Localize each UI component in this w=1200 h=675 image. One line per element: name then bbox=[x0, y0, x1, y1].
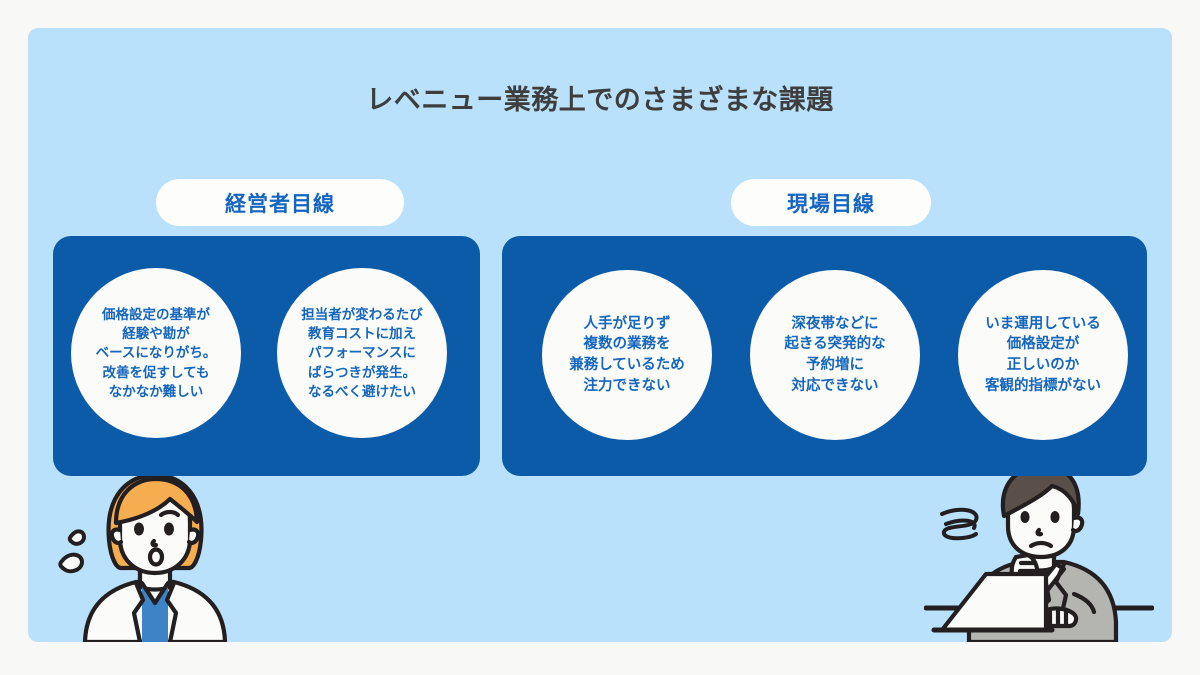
issue-bubble-5: いま運用している 価格設定が 正しいのか 客観的指標がない bbox=[958, 270, 1128, 440]
issue-bubble-2-text: 担当者が変わるたび 教育コストに加え パフォーマンスに ばらつきが発生。 なるべ… bbox=[301, 307, 423, 399]
issue-bubble-1-text: 価格設定の基準が 経験や勘が ベースになりがち。 改善を促すしても なかなか難し… bbox=[95, 307, 217, 399]
thinking-businessman-illustration bbox=[924, 462, 1154, 642]
group-label-text: 現場目線 bbox=[787, 192, 875, 216]
worried-woman-illustration bbox=[50, 467, 260, 642]
issue-bubble-3-text: 人手が足りず 複数の業務を 兼務しているため 注力できない bbox=[569, 315, 685, 394]
slide-card: レベニュー業務上でのさまざまな課題 経営者目線 価格設定の基準が 経験や勘が ベ… bbox=[28, 28, 1172, 642]
page-title: レベニュー業務上でのさまざまな課題 bbox=[366, 85, 834, 115]
issue-bubble-5-text: いま運用している 価格設定が 正しいのか 客観的指標がない bbox=[985, 315, 1101, 394]
issue-bubble-4-text: 深夜帯などに 起きる突発的な 予約増に 対応できない bbox=[784, 315, 886, 394]
group-label-text: 経営者目線 bbox=[225, 192, 335, 216]
issue-bubble-4: 深夜帯などに 起きる突発的な 予約増に 対応できない bbox=[750, 270, 920, 440]
group-label-field: 現場目線 bbox=[731, 179, 931, 226]
issue-bubble-3: 人手が足りず 複数の業務を 兼務しているため 注力できない bbox=[542, 270, 712, 440]
group-label-management: 経営者目線 bbox=[156, 179, 404, 226]
issue-bubble-1: 価格設定の基準が 経験や勘が ベースになりがち。 改善を促すしても なかなか難し… bbox=[71, 268, 241, 438]
issue-bubble-2: 担当者が変わるたび 教育コストに加え パフォーマンスに ばらつきが発生。 なるべ… bbox=[277, 268, 447, 438]
